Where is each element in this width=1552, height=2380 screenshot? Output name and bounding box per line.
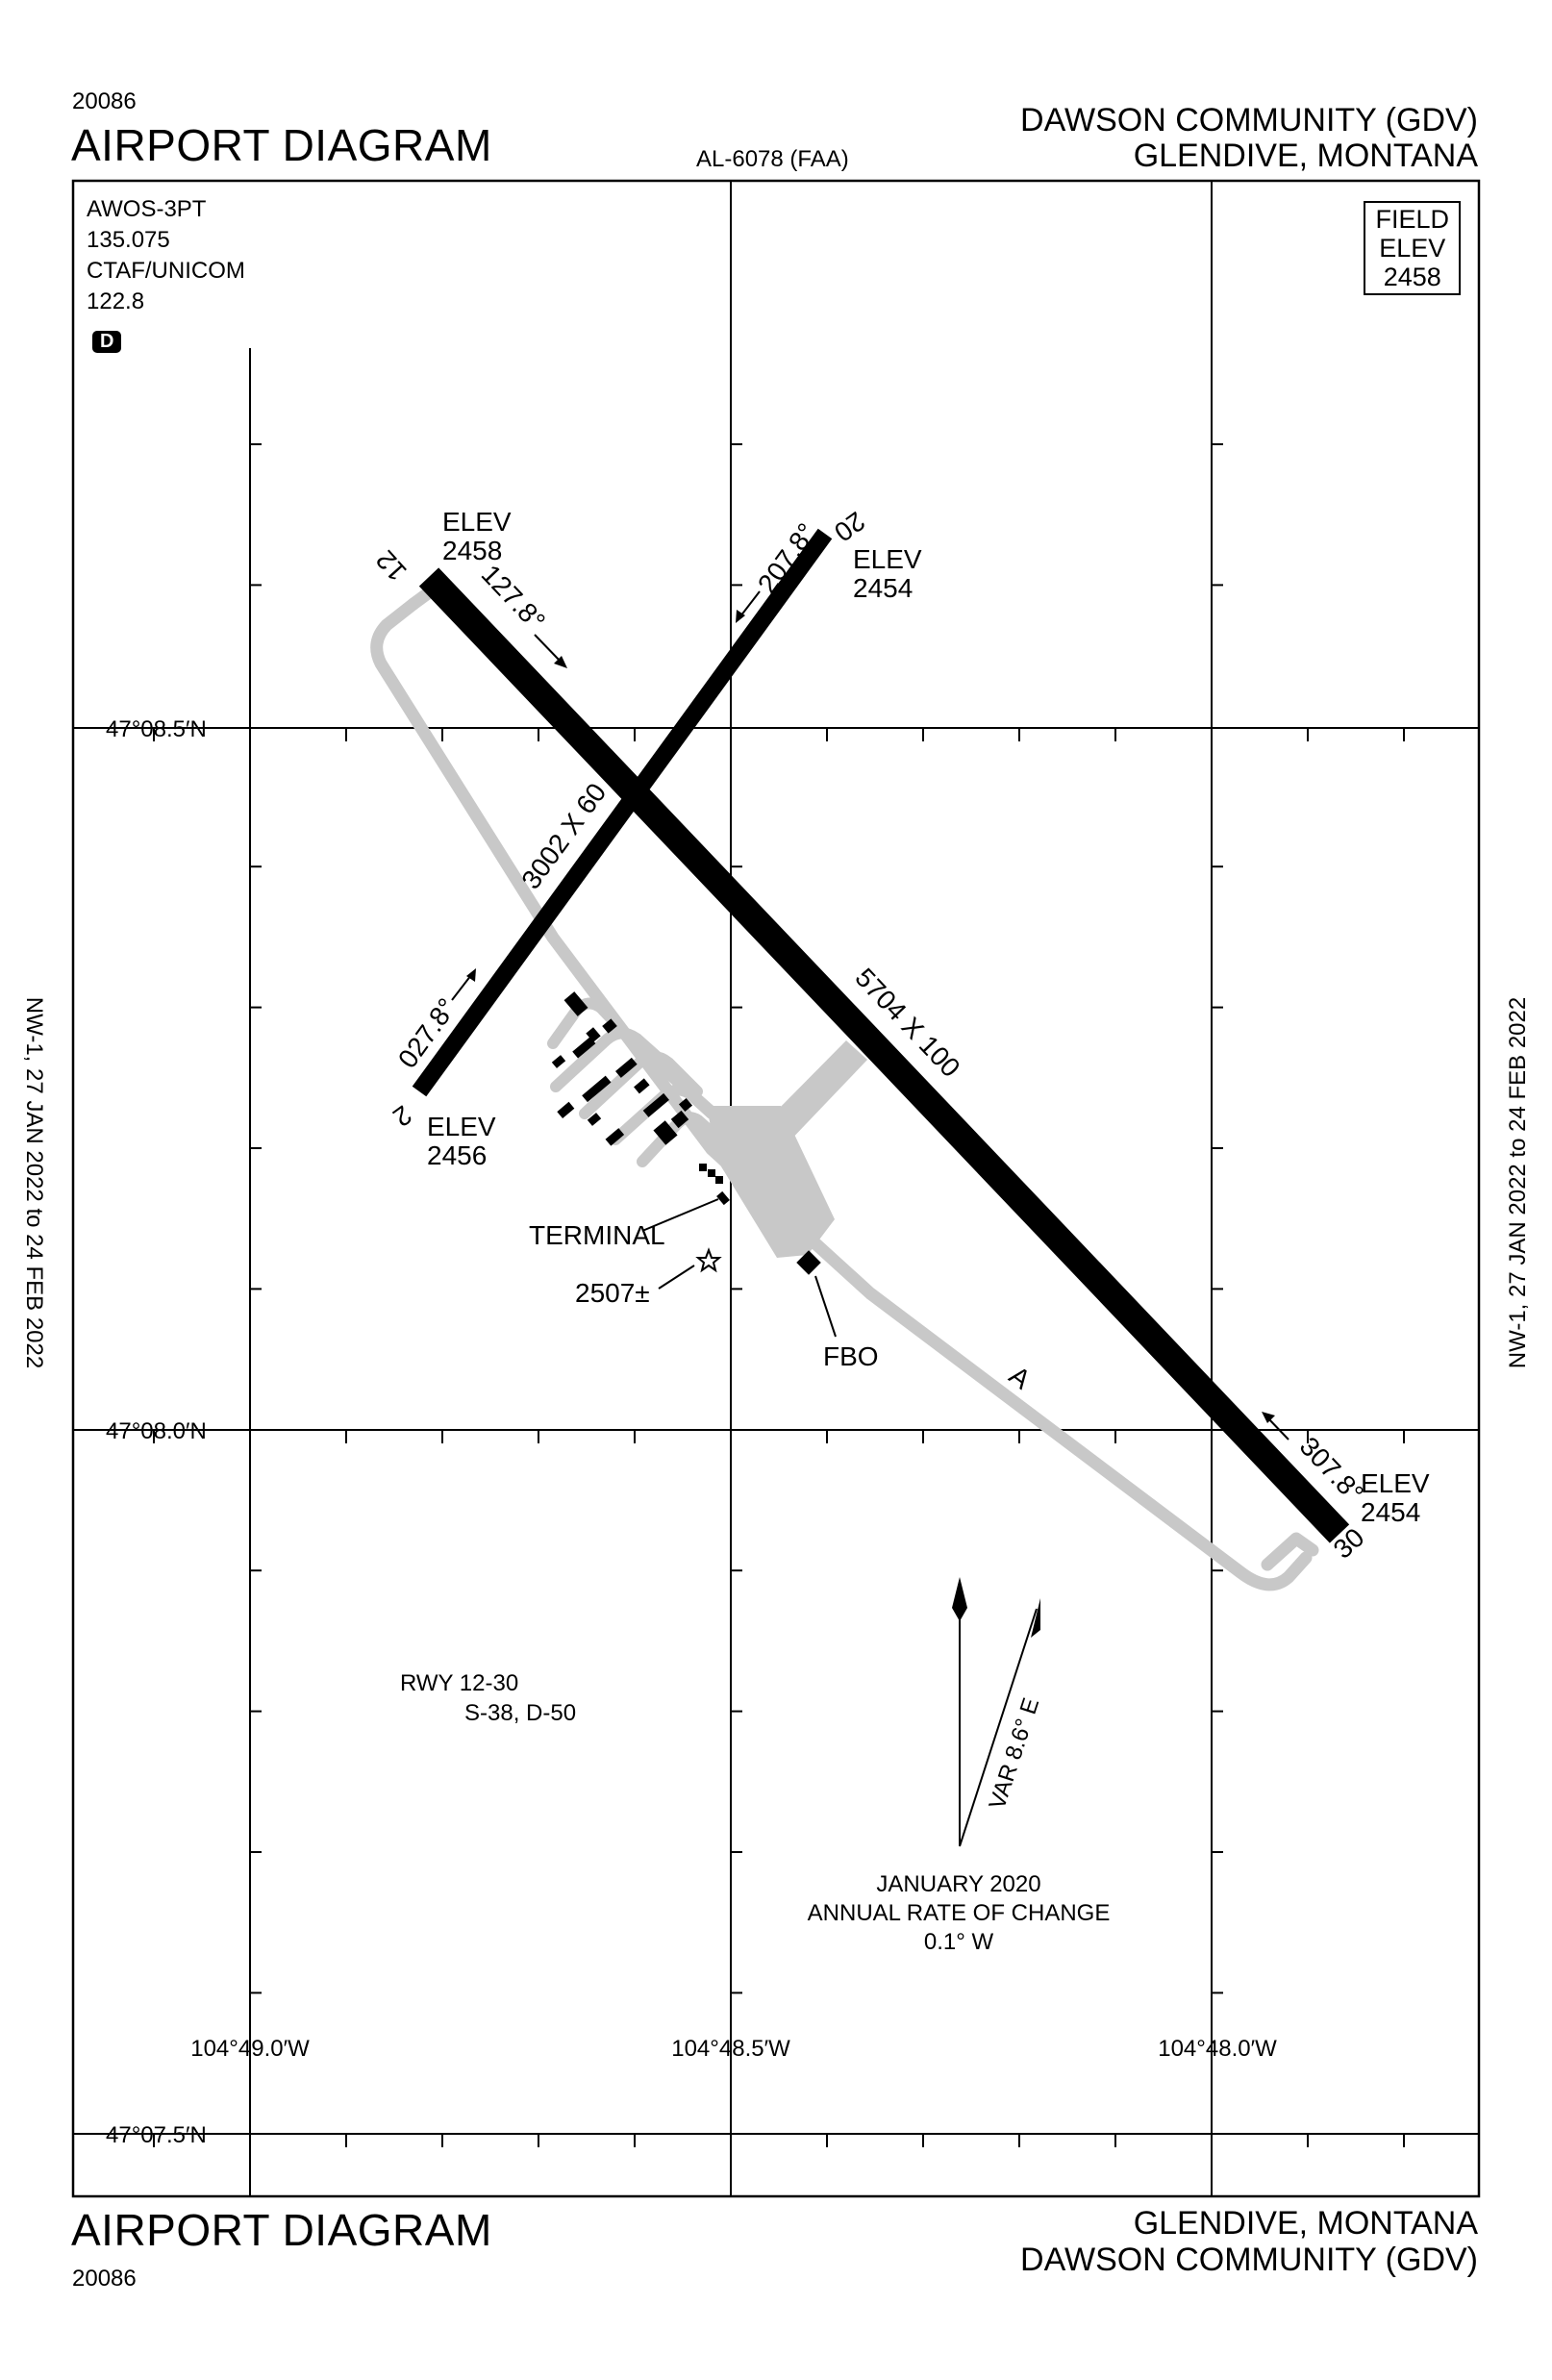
field-elevation-box: FIELD ELEV 2458: [1364, 201, 1461, 295]
effective-dates-right: NW-1, 27 JAN 2022 to 24 FEB 2022: [1505, 997, 1531, 1368]
heading-arrow-12: [534, 634, 562, 663]
hangar: [653, 1120, 678, 1145]
field-elev-line1: FIELD: [1375, 205, 1449, 234]
heading-arrowhead-30: [1262, 1412, 1275, 1423]
hangar: [605, 1128, 625, 1146]
diagram-frame: [71, 179, 1481, 2198]
ctaf-frequency: 122.8: [87, 288, 145, 314]
runway-2-20: [412, 528, 833, 1097]
runway-12-30: [418, 567, 1350, 1543]
footer-airport-name: DAWSON COMMUNITY (GDV): [1020, 2242, 1478, 2278]
lat-label-47-08-5: 47°08.5′N: [106, 716, 207, 742]
hangar: [634, 1078, 650, 1094]
taxiway-a-stub-12: [407, 587, 435, 611]
fbo-leader: [814, 1275, 837, 1338]
hangar: [572, 1037, 596, 1059]
obstacle-label: 2507±: [575, 1278, 650, 1308]
heading-arrow-30: [1266, 1416, 1289, 1441]
al-number: AL-6078 (FAA): [696, 146, 849, 172]
d-symbol: D: [92, 331, 122, 353]
hangar: [602, 1018, 617, 1034]
hangar: [563, 991, 588, 1016]
magnetic-north-line: [959, 1608, 1038, 1847]
hangar: [670, 1110, 689, 1129]
hangar: [586, 1027, 601, 1042]
awos-label: AWOS-3PT: [87, 196, 207, 222]
runway-30-elev-label: ELEV: [1361, 1468, 1430, 1498]
runway-2-elev: 2456: [427, 1140, 487, 1170]
fbo-label: FBO: [823, 1341, 879, 1371]
taxiway-a: [370, 587, 1319, 1591]
heading-arrowhead-12: [554, 656, 567, 668]
grid-ticks: [153, 443, 1405, 2147]
lat-label-47-07-5: 47°07.5′N: [106, 2122, 207, 2148]
lat-label-47-08-0: 47°08.0′N: [106, 1418, 207, 1444]
ctaf-label: CTAF/UNICOM: [87, 258, 245, 284]
hangar: [615, 1057, 638, 1078]
field-elev-value: 2458: [1383, 263, 1441, 291]
taxilane-2: [550, 1027, 669, 1092]
awos-frequency: 135.075: [87, 227, 170, 253]
hangar: [582, 1075, 612, 1103]
runway-12-elev-label: ELEV: [442, 507, 512, 537]
obstacle-icon: [695, 1247, 722, 1273]
hangar-buildings: [551, 991, 730, 1206]
runway-strength-id: RWY 12-30: [400, 1670, 518, 1696]
runway-20-number: 20: [829, 506, 870, 547]
taxiway-a-stub-30: [1261, 1532, 1319, 1571]
mag-epoch: JANUARY 2020: [876, 1871, 1040, 1897]
heading-arrowhead-2: [466, 968, 476, 982]
airport-name: DAWSON COMMUNITY (GDV): [1020, 102, 1478, 138]
taxiway-connector: [764, 1040, 867, 1144]
runway-20-elev-label: ELEV: [853, 544, 922, 574]
runway-12-elev: 2458: [442, 536, 502, 565]
footer-title: AIRPORT DIAGRAM: [71, 2205, 492, 2255]
magnetic-north-arrowhead: [1031, 1598, 1040, 1638]
terminal-label: TERMINAL: [529, 1220, 665, 1250]
lon-label-104-49-0: 104°49.0′W: [190, 2036, 310, 2062]
lon-label-104-48-5: 104°48.5′W: [671, 2036, 790, 2062]
hangar: [708, 1169, 715, 1177]
runway-20-elev: 2454: [853, 573, 913, 603]
field-elev-line2: ELEV: [1379, 234, 1446, 263]
hangar: [715, 1176, 723, 1184]
runway-12-number: 12: [370, 544, 413, 587]
terminal-leader: [641, 1198, 719, 1232]
taxiway-a-parallel: [370, 597, 1313, 1591]
apron: [707, 1106, 835, 1258]
runway-2-elev-label: ELEV: [427, 1112, 496, 1141]
hangar: [678, 1097, 693, 1113]
mag-rate-label: ANNUAL RATE OF CHANGE: [808, 1900, 1111, 1926]
variation-label: VAR 8.6° E: [985, 1695, 1045, 1813]
heading-arrow-2: [451, 974, 472, 1001]
d-atis-symbol: D: [92, 331, 122, 353]
hangar: [642, 1092, 669, 1117]
heading-arrowhead-20: [736, 610, 745, 623]
hangar: [699, 1164, 707, 1171]
page-title: AIRPORT DIAGRAM: [71, 120, 492, 170]
taxilane-3: [579, 1051, 703, 1119]
runway-strength-values: S-38, D-50: [464, 1700, 576, 1726]
doc-number: 20086: [72, 88, 137, 114]
heading-arrow-20: [739, 590, 761, 617]
runway-30-elev: 2454: [1361, 1497, 1420, 1527]
footer-city-state: GLENDIVE, MONTANA: [1133, 2205, 1478, 2242]
hangar: [587, 1113, 602, 1126]
true-north-arrowhead: [952, 1577, 967, 1621]
city-state: GLENDIVE, MONTANA: [1133, 138, 1478, 174]
hangar-taxilanes: [547, 997, 722, 1167]
hangar: [551, 1055, 566, 1068]
obstacle-leader: [658, 1265, 695, 1290]
mag-rate: 0.1° W: [924, 1929, 994, 1955]
taxiway-a-label: A: [1004, 1360, 1037, 1394]
terminal-building: [716, 1190, 730, 1206]
hangar: [557, 1101, 575, 1118]
runway-2-number: 2: [388, 1100, 417, 1133]
effective-dates-left: NW-1, 27 JAN 2022 to 24 FEB 2022: [21, 997, 47, 1368]
lon-label-104-48-0: 104°48.0′W: [1158, 2036, 1277, 2062]
footer-doc-number: 20086: [72, 2266, 137, 2292]
